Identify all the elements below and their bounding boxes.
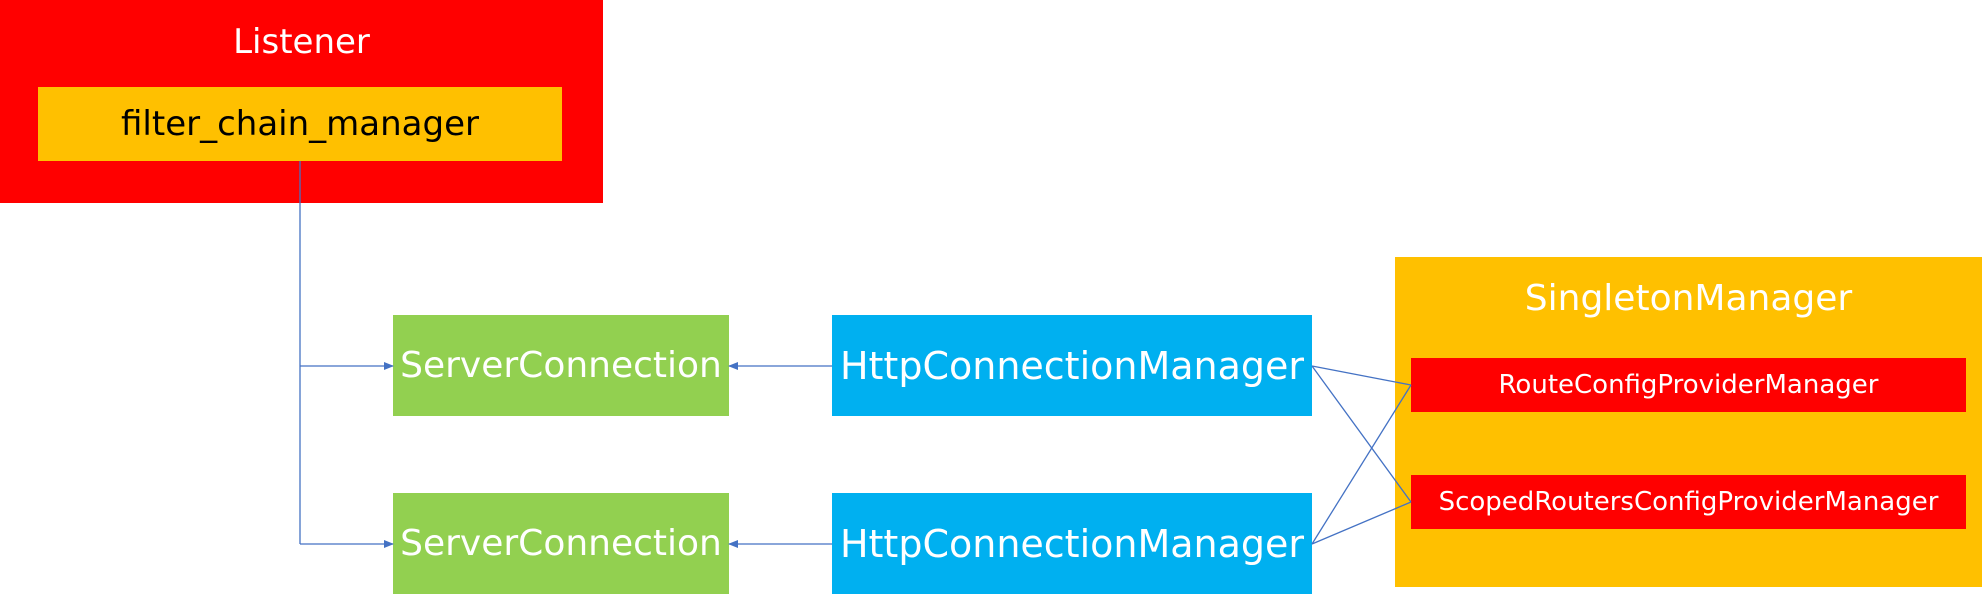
http-connection-manager-box-1: HttpConnectionManager: [832, 315, 1312, 416]
http-connection-manager-box-2: HttpConnectionManager: [832, 493, 1312, 594]
scoped-routers-config-provider-manager-box: ScopedRoutersConfigProviderManager: [1411, 475, 1966, 529]
server-connection-box-2: ServerConnection: [393, 493, 729, 594]
route-config-provider-manager-box: RouteConfigProviderManager: [1411, 358, 1966, 412]
singleton-manager-title: SingletonManager: [1524, 278, 1853, 319]
server-connection-box-1: ServerConnection: [393, 315, 729, 416]
singleton-manager-box: [1395, 257, 1982, 587]
listener-title: Listener: [233, 22, 370, 62]
filter-chain-manager-box: filter_chain_manager: [38, 87, 562, 161]
